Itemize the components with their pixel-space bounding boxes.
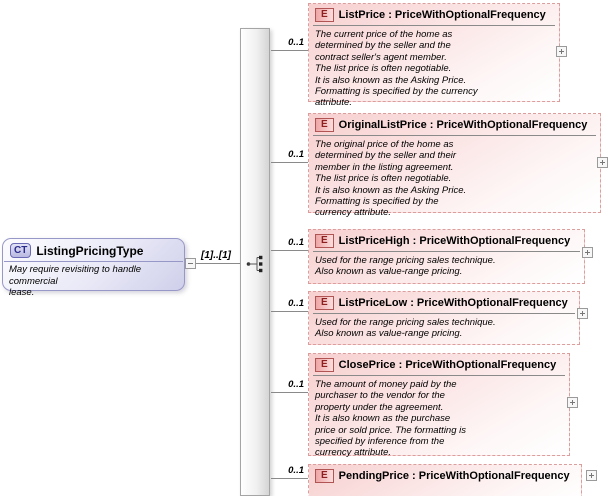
element-name: ClosePrice xyxy=(338,359,396,371)
occurrence-label: 0..1 xyxy=(288,298,304,309)
element-type: PriceWithOptionalFrequency xyxy=(419,235,571,247)
occurrence-label: 0..1 xyxy=(288,37,304,48)
type-separator: : xyxy=(426,119,437,131)
type-separator: : xyxy=(407,297,417,309)
element-badge: E xyxy=(315,8,334,22)
element-header: E ListPriceHigh : PriceWithOptionalFrequ… xyxy=(309,230,584,251)
element-badge: E xyxy=(315,296,334,310)
divider xyxy=(313,25,555,26)
expand-icon[interactable] xyxy=(586,470,597,481)
element-name: PendingPrice xyxy=(338,470,409,482)
element-type: PriceWithOptionalFrequency xyxy=(405,359,557,371)
element-badge: E xyxy=(315,118,334,132)
complextype-header: CT ListingPricingType xyxy=(3,239,184,260)
occurrence-label: 0..1 xyxy=(288,465,304,476)
complextype-annotation: May require revisiting to handle commerc… xyxy=(9,264,142,298)
element-title: PendingPrice : PriceWithOptionalFrequenc… xyxy=(339,470,570,482)
divider xyxy=(313,251,580,252)
expand-icon[interactable] xyxy=(582,247,593,258)
element-annotation: Used for the range pricing sales techniq… xyxy=(315,317,496,340)
divider xyxy=(313,375,565,376)
element-type: PriceWithOptionalFrequency xyxy=(394,9,546,21)
element-title: ListPriceHigh : PriceWithOptionalFrequen… xyxy=(339,235,571,247)
expand-icon[interactable] xyxy=(556,46,567,57)
element-box-listpricehigh[interactable]: E ListPriceHigh : PriceWithOptionalFrequ… xyxy=(308,229,585,284)
expand-icon[interactable] xyxy=(567,397,578,408)
connector-line xyxy=(271,162,308,163)
element-annotation: The amount of money paid by the purchase… xyxy=(315,379,467,459)
cardinality-label: [1]..[1] xyxy=(201,250,231,261)
element-header: E ListPriceLow : PriceWithOptionalFreque… xyxy=(309,292,579,313)
type-separator: : xyxy=(385,9,395,21)
element-box-closeprice[interactable]: E ClosePrice : PriceWithOptionalFrequenc… xyxy=(308,353,570,459)
divider xyxy=(313,313,575,314)
element-box-pendingprice[interactable]: E PendingPrice : PriceWithOptionalFreque… xyxy=(308,464,582,496)
element-type: PriceWithOptionalFrequency xyxy=(418,470,570,482)
expand-icon[interactable] xyxy=(597,157,608,168)
element-name: OriginalListPrice xyxy=(338,119,427,131)
element-box-listprice[interactable]: E ListPrice : PriceWithOptionalFrequency… xyxy=(308,3,560,108)
element-box-originallistprice[interactable]: E OriginalListPrice : PriceWithOptionalF… xyxy=(308,113,601,218)
element-header: E OriginalListPrice : PriceWithOptionalF… xyxy=(309,114,600,135)
complextype-box-listingpricingtype[interactable]: CT ListingPricingType May require revisi… xyxy=(2,238,185,298)
occurrence-label: 0..1 xyxy=(288,149,304,160)
element-box-listpricelow[interactable]: E ListPriceLow : PriceWithOptionalFreque… xyxy=(308,291,580,345)
element-annotation: Used for the range pricing sales techniq… xyxy=(315,255,496,278)
type-separator: : xyxy=(408,470,419,482)
element-title: OriginalListPrice : PriceWithOptionalFre… xyxy=(339,119,588,131)
element-title: ClosePrice : PriceWithOptionalFrequency xyxy=(339,359,557,371)
divider xyxy=(313,135,596,136)
element-type: PriceWithOptionalFrequency xyxy=(416,297,568,309)
sequence-compositor-bar[interactable] xyxy=(240,28,270,496)
occurrence-label: 0..1 xyxy=(288,237,304,248)
element-type: PriceWithOptionalFrequency xyxy=(436,119,588,131)
sequence-icon xyxy=(246,255,263,273)
collapse-icon[interactable] xyxy=(185,258,196,269)
element-annotation: The original price of the home as determ… xyxy=(315,139,467,219)
element-annotation: The current price of the home as determi… xyxy=(315,29,478,109)
divider xyxy=(4,261,183,262)
element-name: ListPrice xyxy=(338,9,386,21)
element-badge: E xyxy=(315,234,334,248)
connector-line xyxy=(271,50,308,51)
element-name: ListPriceHigh xyxy=(338,235,410,247)
element-badge: E xyxy=(315,358,334,372)
element-header: E ClosePrice : PriceWithOptionalFrequenc… xyxy=(309,354,569,375)
connector-line xyxy=(271,311,308,312)
type-separator: : xyxy=(409,235,420,247)
element-header: E ListPrice : PriceWithOptionalFrequency xyxy=(309,4,559,25)
element-title: ListPriceLow : PriceWithOptionalFrequenc… xyxy=(339,297,568,309)
connector-line xyxy=(271,478,308,479)
complextype-badge: CT xyxy=(10,243,32,258)
connector-line xyxy=(271,250,308,251)
connector-line xyxy=(271,392,308,393)
connector-line xyxy=(196,263,240,264)
expand-icon[interactable] xyxy=(577,308,588,319)
element-title: ListPrice : PriceWithOptionalFrequency xyxy=(339,9,546,21)
element-badge: E xyxy=(315,469,334,483)
complextype-title: ListingPricingType xyxy=(36,243,144,258)
element-header: E PendingPrice : PriceWithOptionalFreque… xyxy=(309,465,581,486)
occurrence-label: 0..1 xyxy=(288,379,304,390)
type-separator: : xyxy=(395,359,406,371)
element-name: ListPriceLow xyxy=(338,297,408,309)
